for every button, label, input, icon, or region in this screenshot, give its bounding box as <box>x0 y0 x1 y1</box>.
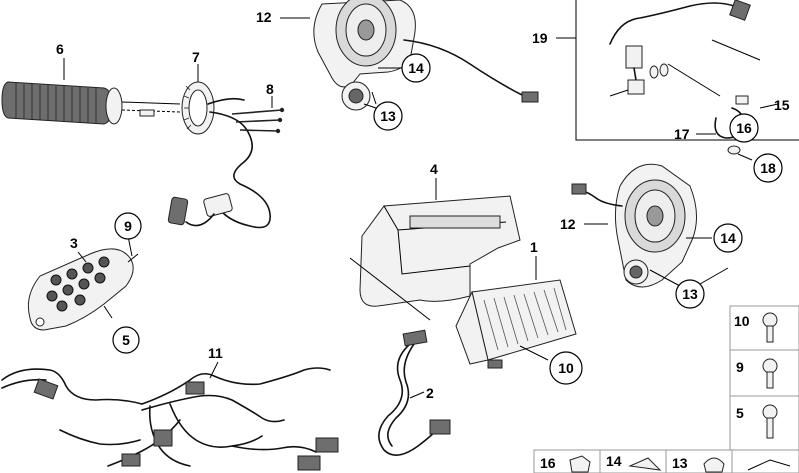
legend-13: 13 <box>672 455 688 471</box>
label-19: 19 <box>532 30 548 46</box>
label-17: 17 <box>674 126 690 142</box>
callout-13-top: 13 <box>373 101 403 131</box>
callout-13-right: 13 <box>675 279 705 309</box>
legend-5: 5 <box>736 405 744 421</box>
screws-8 <box>231 107 285 134</box>
grip-heater-ring <box>167 81 271 229</box>
screw-legend-panel <box>729 305 799 473</box>
wiring-harness <box>1 367 339 471</box>
svg-text:9: 9 <box>124 218 132 234</box>
legend-16: 16 <box>540 455 556 471</box>
callout-5: 5 <box>112 326 140 354</box>
label-12-top: 12 <box>256 9 272 25</box>
mounting-bracket <box>359 195 521 307</box>
label-3: 3 <box>70 235 78 251</box>
legend-9: 9 <box>736 359 744 375</box>
label-2: 2 <box>426 385 434 401</box>
svg-text:13: 13 <box>380 108 396 124</box>
label-6: 6 <box>56 41 64 57</box>
label-8: 8 <box>266 81 274 97</box>
callout-10: 10 <box>549 351 583 385</box>
svg-text:18: 18 <box>760 160 776 176</box>
speaker-right <box>571 163 697 288</box>
svg-text:13: 13 <box>682 286 698 302</box>
handlebar-grip <box>1 81 181 125</box>
label-4: 4 <box>430 161 438 177</box>
inset-19 <box>556 0 799 155</box>
label-11: 11 <box>208 345 223 361</box>
svg-text:5: 5 <box>122 332 130 348</box>
control-unit <box>455 279 577 369</box>
label-7: 7 <box>192 49 200 65</box>
label-12-right: 12 <box>560 216 576 232</box>
connection-cable <box>378 329 451 456</box>
svg-text:16: 16 <box>736 120 752 136</box>
callout-14-top: 14 <box>401 53 431 83</box>
callout-16: 16 <box>729 113 759 143</box>
svg-text:14: 14 <box>408 60 424 76</box>
svg-text:10: 10 <box>558 360 574 376</box>
svg-text:14: 14 <box>720 230 736 246</box>
switch-unit <box>27 248 139 331</box>
legend-14: 14 <box>606 453 622 469</box>
callout-9: 9 <box>114 212 142 240</box>
legend-10: 10 <box>734 313 750 329</box>
label-1: 1 <box>530 239 538 255</box>
speaker-top <box>313 0 539 111</box>
callout-18: 18 <box>753 153 783 183</box>
callout-14-right: 14 <box>713 223 743 253</box>
label-15: 15 <box>774 97 790 113</box>
bottom-legend-panel <box>533 449 799 473</box>
part-labels: 6 7 8 3 11 12 4 1 2 12 19 15 17 10 9 5 1… <box>56 9 790 471</box>
circled-labels: 9 5 14 13 10 14 13 16 18 <box>112 53 783 385</box>
